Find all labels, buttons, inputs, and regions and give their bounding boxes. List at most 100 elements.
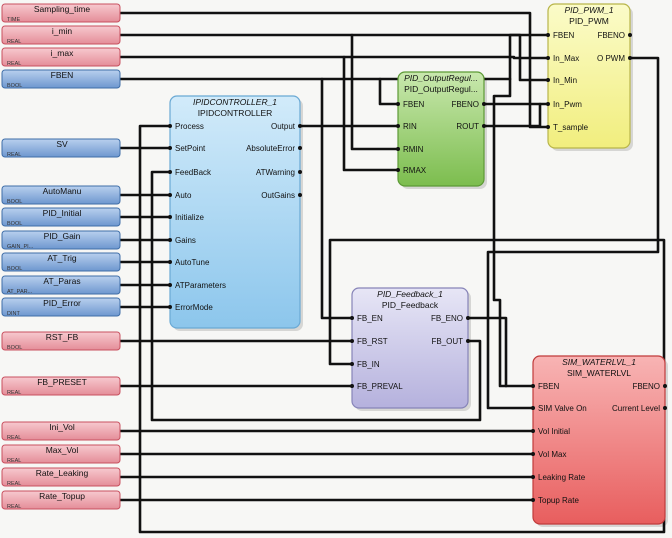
input-pin-dot bbox=[396, 147, 400, 151]
input-tag-at-paras[interactable]: AT_ParasAT_PAR... bbox=[1, 275, 121, 295]
input-pin-rmax: RMAX bbox=[403, 166, 427, 175]
input-pin-dot bbox=[350, 362, 354, 366]
block-ipidcontroller[interactable]: IPIDCONTROLLER_1IPIDCONTROLLERProcessSet… bbox=[168, 95, 303, 331]
input-pin-t-sample: T_sample bbox=[553, 123, 589, 132]
input-tag-label: AutoManu bbox=[43, 186, 82, 196]
output-pin-dot bbox=[298, 170, 302, 174]
input-tag-type: BOOL bbox=[7, 221, 22, 227]
input-tag-type: REAL bbox=[7, 39, 21, 45]
input-pin-fben: FBEN bbox=[553, 31, 575, 40]
output-pin-dot bbox=[663, 406, 667, 410]
output-pin-output: Output bbox=[271, 122, 296, 131]
input-tag-box bbox=[1, 25, 121, 45]
input-tag-box bbox=[1, 421, 121, 441]
block-body bbox=[532, 355, 666, 525]
input-tag-label: Max_Vol bbox=[46, 445, 79, 455]
output-pin-dot bbox=[628, 33, 632, 37]
block-type-name: PID_Feedback bbox=[382, 300, 439, 310]
input-tag-type: AT_PAR... bbox=[7, 289, 33, 295]
output-pin-o-pwm: O PWM bbox=[597, 54, 625, 63]
input-tag-box bbox=[1, 230, 121, 250]
output-pin-fbeno: FBENO bbox=[451, 100, 479, 109]
input-pin-fb-rst: FB_RST bbox=[357, 337, 388, 346]
input-tag-box bbox=[1, 376, 121, 396]
block-pid-pwm[interactable]: PID_PWM_1PID_PWMFBENIn_MaxIn_MinIn_PwmT_… bbox=[546, 3, 633, 151]
wire-i-max bbox=[118, 55, 550, 60]
wire-fben bbox=[118, 33, 550, 81]
input-pin-in-pwm: In_Pwm bbox=[553, 100, 582, 109]
input-pin-dot bbox=[350, 339, 354, 343]
input-tag-label: Ini_Vol bbox=[49, 422, 75, 432]
input-pin-fb-preval: FB_PREVAL bbox=[357, 382, 403, 391]
input-tag-label: RST_FB bbox=[46, 332, 79, 342]
input-tag-label: PID_Error bbox=[43, 298, 81, 308]
output-pin-dot bbox=[466, 339, 470, 343]
input-tag-type: BOOL bbox=[7, 199, 22, 205]
input-tag-box bbox=[1, 185, 121, 205]
input-pin-fben: FBEN bbox=[403, 100, 425, 109]
input-pin-dot bbox=[546, 33, 550, 37]
input-pin-dot bbox=[531, 475, 535, 479]
input-tag-label: Sampling_time bbox=[34, 4, 90, 14]
wire-layer bbox=[118, 11, 666, 534]
input-tag-label: Rate_Leaking bbox=[36, 468, 89, 478]
input-pin-fb-in: FB_IN bbox=[357, 360, 380, 369]
input-pin-autotune: AutoTune bbox=[175, 258, 210, 267]
output-pin-dot bbox=[663, 384, 667, 388]
input-tag-type: BOOL bbox=[7, 345, 22, 351]
input-pin-dot bbox=[168, 260, 172, 264]
input-pin-initialize: Initialize bbox=[175, 213, 204, 222]
output-pin-dot bbox=[628, 56, 632, 60]
input-tag-pid-gain[interactable]: PID_GainGAIN_PI... bbox=[1, 230, 121, 250]
wire-rout bbox=[482, 102, 542, 128]
input-pin-auto: Auto bbox=[175, 191, 192, 200]
input-pin-atparameters: ATParameters bbox=[175, 281, 226, 290]
input-tag-label: i_max bbox=[51, 48, 74, 58]
input-pin-errormode: ErrorMode bbox=[175, 303, 213, 312]
block-type-name: PID_OutputRegul... bbox=[404, 84, 478, 94]
wire-current-fbin bbox=[328, 238, 666, 410]
block-body bbox=[169, 95, 301, 329]
block-instance-name: SIM_WATERLVL_1 bbox=[562, 357, 636, 367]
block-pid-outputregul[interactable]: PID_OutputRegul...PID_OutputRegul... FBEN… bbox=[396, 71, 487, 189]
input-tag-type: DINT bbox=[7, 311, 20, 317]
input-tag-type: REAL bbox=[7, 504, 21, 510]
input-tag-type: REAL bbox=[7, 435, 21, 441]
input-tag-label: AT_Trig bbox=[47, 253, 77, 263]
input-pin-dot bbox=[168, 283, 172, 287]
input-tag-box bbox=[1, 138, 121, 158]
block-pid-feedback[interactable]: PID_Feedback_1PID_FeedbackFB_ENFB_RSTFB_… bbox=[350, 287, 471, 411]
input-tag-rst-fb[interactable]: RST_FB BOOL bbox=[1, 331, 121, 351]
input-pin-feedback: FeedBack bbox=[175, 168, 212, 177]
output-pin-dot bbox=[482, 124, 486, 128]
input-pin-fb-en: FB_EN bbox=[357, 314, 383, 323]
block-instance-name: PID_OutputRegul... bbox=[404, 73, 478, 83]
wire-fb-en bbox=[320, 77, 354, 320]
block-type-name: SIM_WATERLVL bbox=[567, 368, 631, 378]
input-pin-rin: RIN bbox=[403, 122, 417, 131]
input-pin-topup-rate: Topup Rate bbox=[538, 496, 579, 505]
input-tag-box bbox=[1, 3, 121, 23]
input-pin-process: Process bbox=[175, 122, 204, 131]
block-type-name: PID_PWM bbox=[569, 16, 609, 26]
input-pin-dot bbox=[168, 124, 172, 128]
input-tag-box bbox=[1, 297, 121, 317]
output-pin-rout: ROUT bbox=[456, 122, 479, 131]
input-pin-dot bbox=[168, 215, 172, 219]
wire-fben-outreg bbox=[378, 77, 400, 106]
